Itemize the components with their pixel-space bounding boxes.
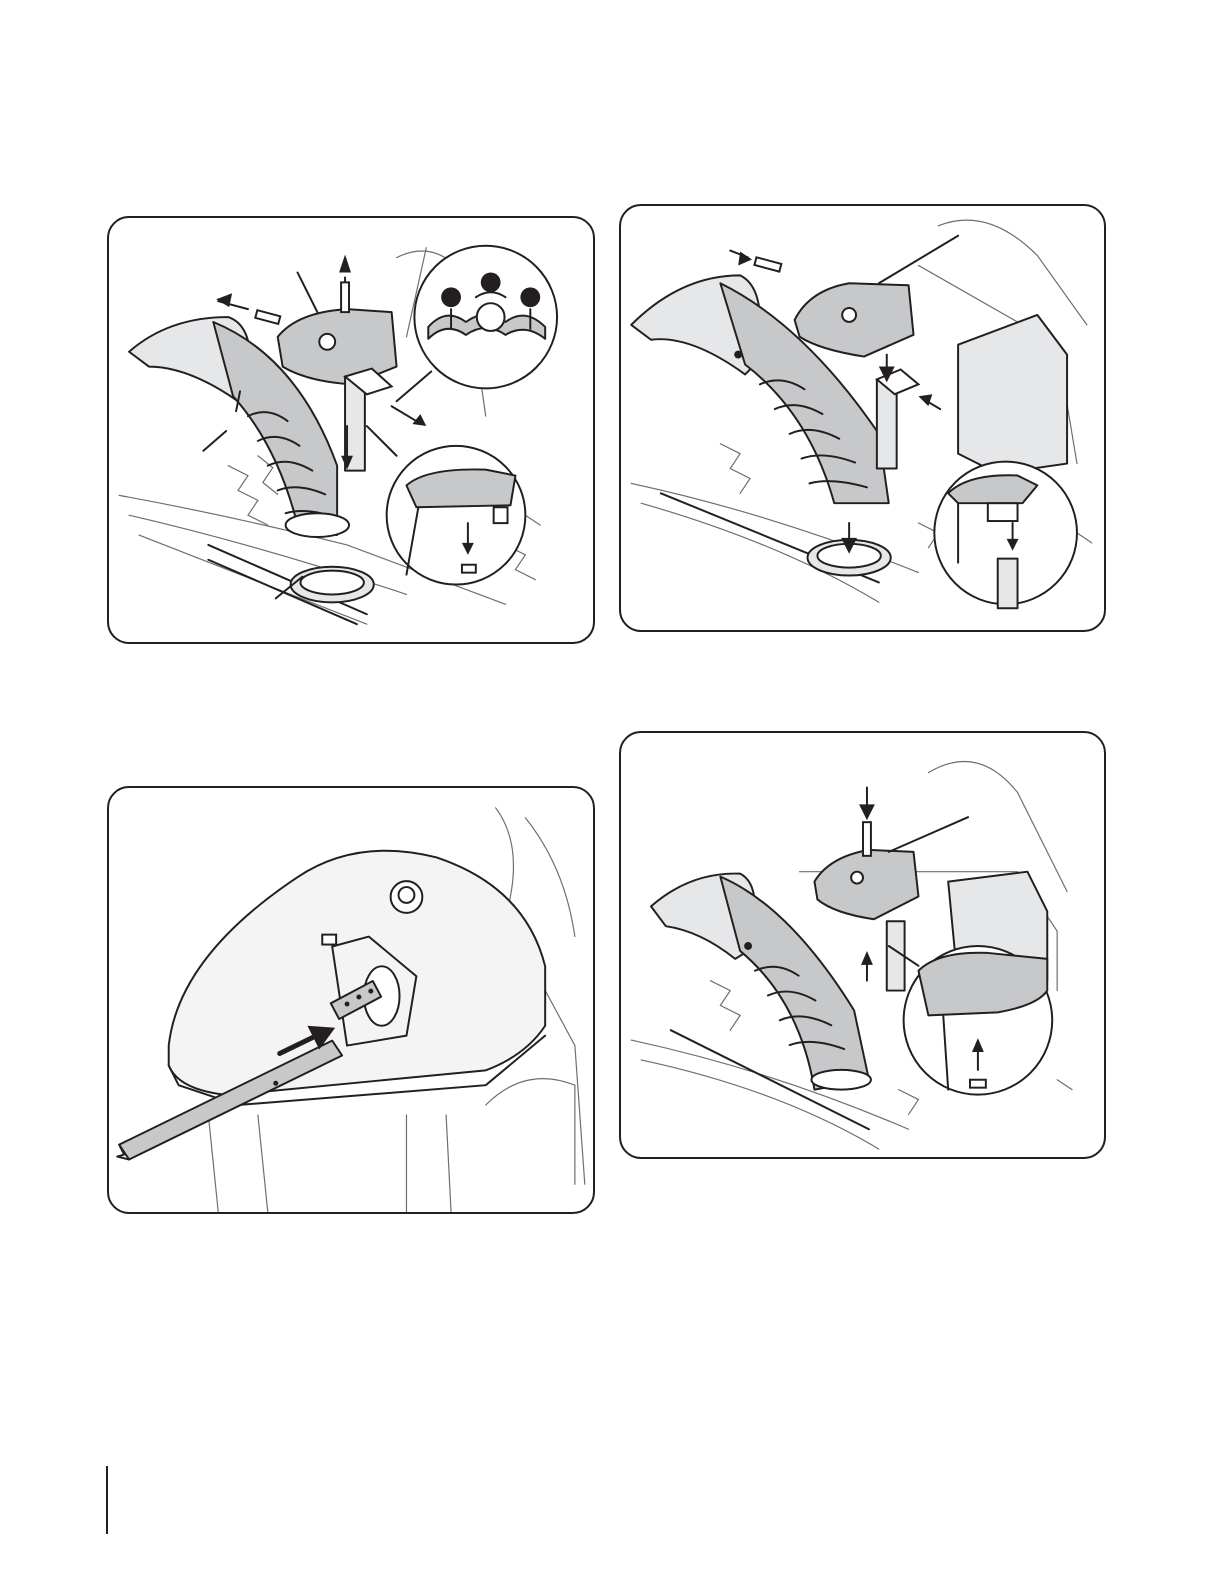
- figure-chute-placement: [619, 204, 1106, 632]
- chute-cap-icon: [795, 236, 958, 357]
- chute-removal-illustration: [109, 218, 593, 642]
- page-margin-rule: [106, 1466, 108, 1534]
- bolt-icon: [859, 787, 875, 855]
- bracket-detail-icon: [397, 246, 557, 402]
- bracket-detail-icon: [889, 946, 1052, 1095]
- flange-icon: [276, 567, 374, 603]
- control-rod-insertion-illustration: [109, 788, 593, 1212]
- bracket-detail-icon: [934, 462, 1077, 609]
- chute-cap-icon: [169, 851, 545, 1105]
- chute-cap-icon: [278, 272, 397, 384]
- chute-bracket-icon: [877, 355, 919, 469]
- chute-bracket-icon: [861, 921, 905, 990]
- figure-chute-removal: [107, 216, 595, 644]
- chute-fastening-illustration: [621, 733, 1104, 1157]
- chute-placement-illustration: [621, 206, 1104, 630]
- figure-control-rod-insertion: [107, 786, 595, 1214]
- chute-bracket-icon: [341, 369, 426, 471]
- flange-icon: [808, 523, 891, 576]
- chute-cap-icon: [814, 817, 968, 919]
- figure-chute-fastening: [619, 731, 1106, 1159]
